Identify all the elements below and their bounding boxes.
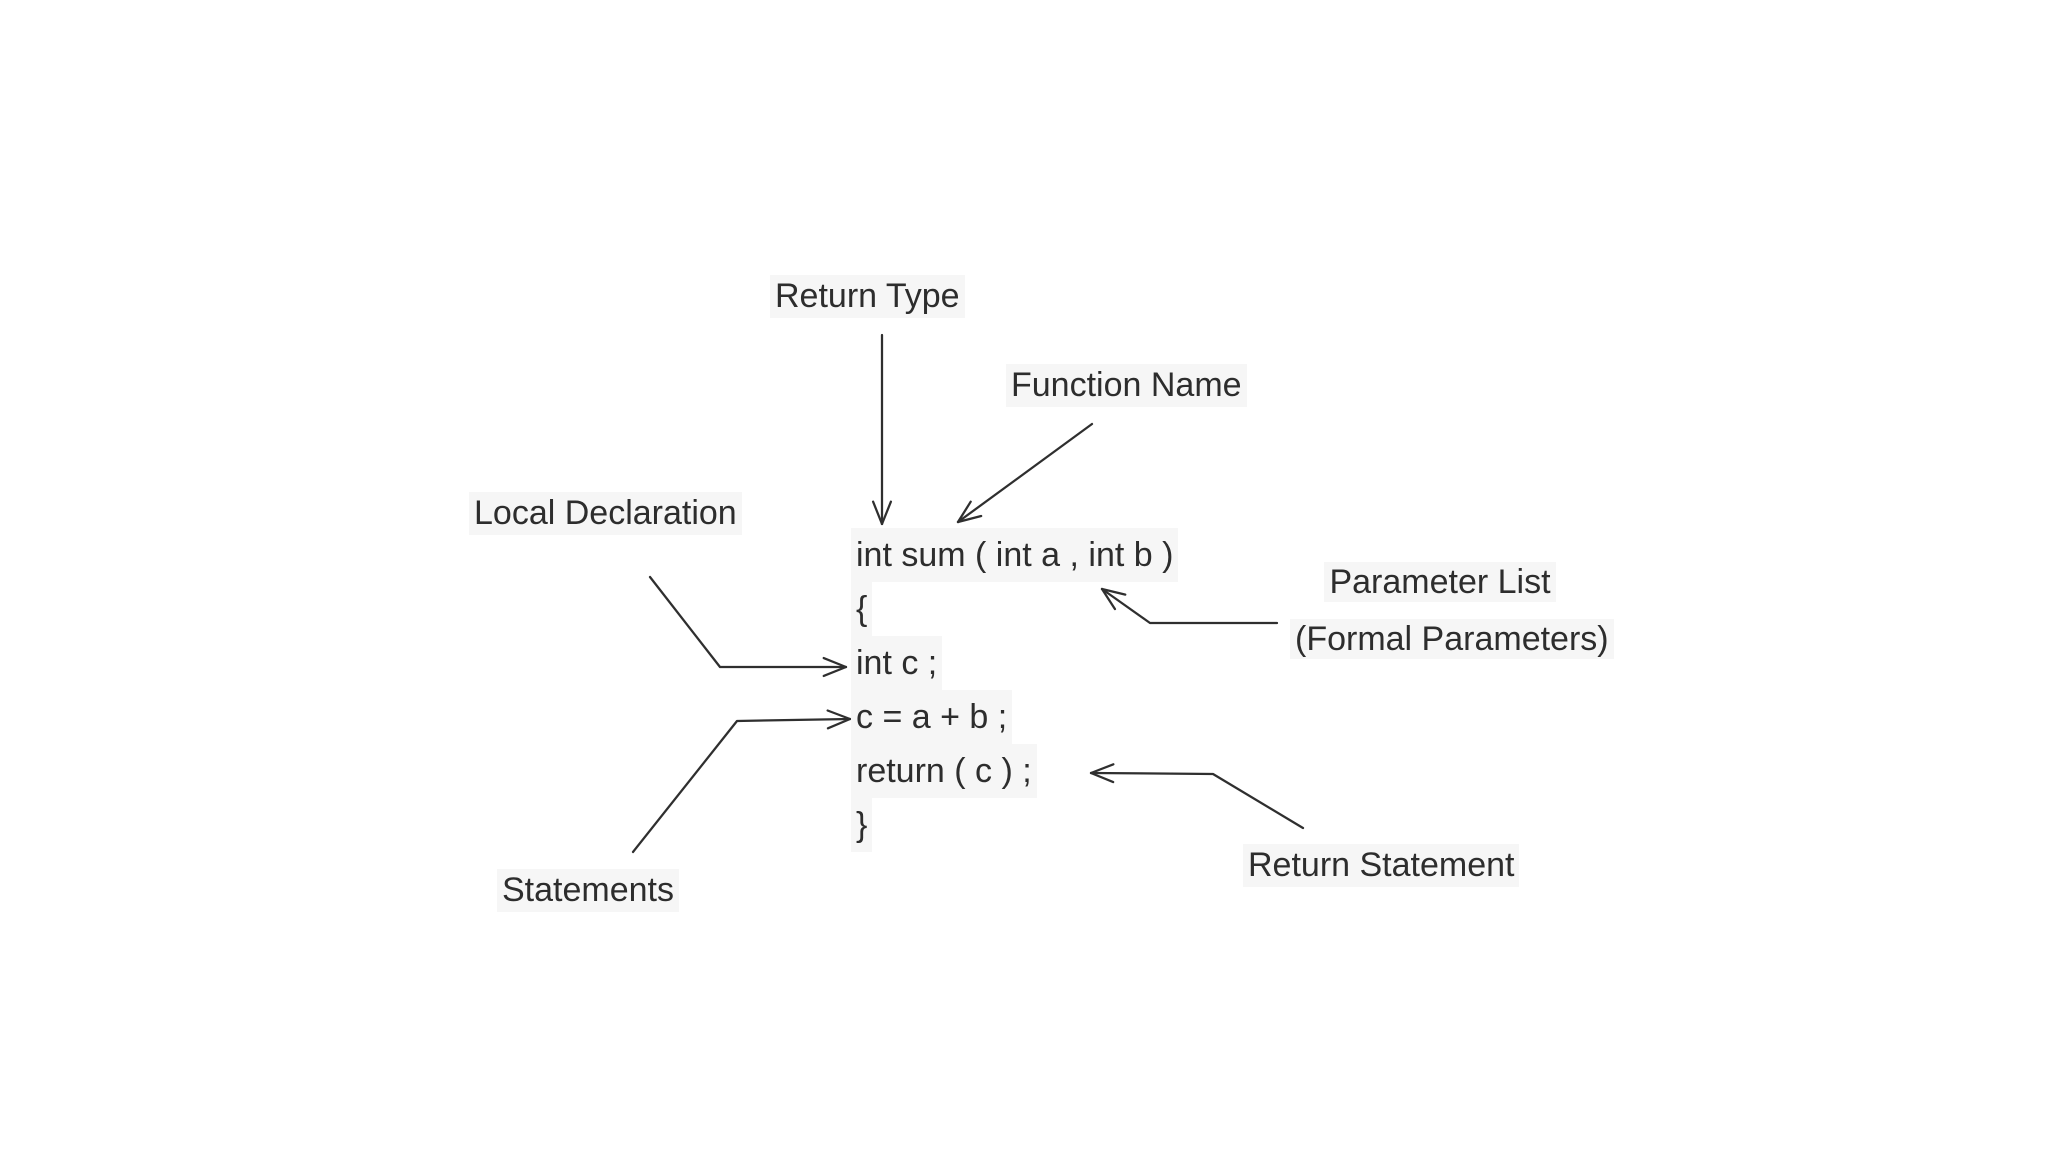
- code-block: int sum ( int a , int b ) { int c ; c = …: [851, 528, 1179, 852]
- code-line-close-brace: }: [851, 798, 873, 852]
- function-name-arrow: [956, 422, 1094, 524]
- label-return-statement: Return Statement: [1243, 844, 1520, 887]
- label-formal-parameters-text: (Formal Parameters): [1290, 619, 1614, 659]
- label-return-type: Return Type: [770, 275, 965, 318]
- label-function-name: Function Name: [1006, 364, 1247, 407]
- statements-arrow: [631, 709, 852, 854]
- label-parameter-list: Parameter List: [1300, 562, 1580, 603]
- label-statements: Statements: [497, 869, 679, 912]
- code-line-assignment: c = a + b ;: [851, 690, 1013, 744]
- code-line-open-brace: {: [851, 582, 873, 636]
- label-formal-parameters: (Formal Parameters): [1290, 619, 1614, 660]
- code-line-signature: int sum ( int a , int b ): [851, 528, 1179, 582]
- label-parameter-list-text: Parameter List: [1324, 562, 1556, 602]
- local-declaration-arrow: [648, 575, 848, 678]
- return-statement-arrow: [1089, 763, 1305, 830]
- label-local-declaration: Local Declaration: [469, 492, 742, 535]
- return-type-arrow: [871, 333, 893, 526]
- code-line-return: return ( c ) ;: [851, 744, 1037, 798]
- parameter-list-arrow: [1100, 587, 1279, 625]
- code-line-local-declaration: int c ;: [851, 636, 943, 690]
